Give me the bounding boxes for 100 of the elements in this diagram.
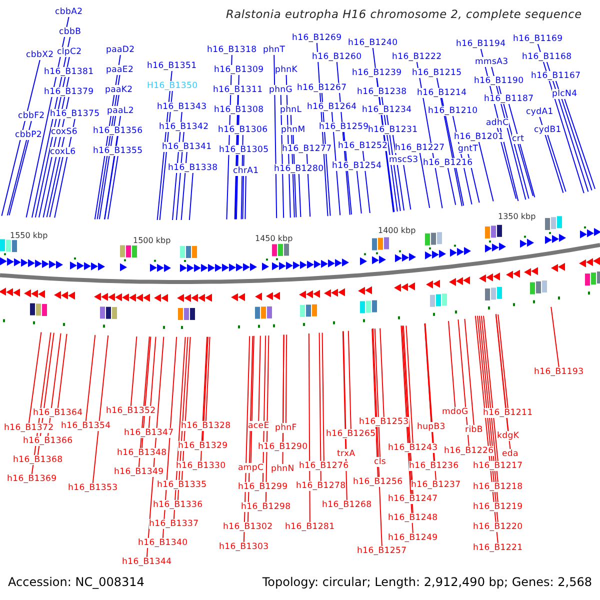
leader-line [448, 320, 456, 408]
gene-label: h16_B1277 [282, 144, 332, 154]
gene-label: h16_B1253 [359, 417, 409, 427]
gene-label: h16_B1305 [219, 145, 269, 155]
leader-line [555, 80, 592, 191]
gene-label: crt [512, 134, 524, 144]
gene-label: mscS3 [389, 155, 418, 165]
gene-label: h16_B1303 [219, 542, 269, 552]
leader-line [550, 306, 560, 368]
leader-line [483, 315, 498, 462]
gene-label: cbbB [59, 27, 82, 37]
gene-label: h16_B1190 [474, 76, 524, 86]
leader-line [380, 328, 384, 418]
gene-label: cydA1 [526, 107, 554, 117]
gene-label: ampC [238, 463, 264, 473]
gene-label: h16_B1343 [157, 102, 207, 112]
leader-line [205, 336, 210, 422]
leader-line [282, 334, 284, 464]
gene-label: h16_B1193 [534, 367, 584, 377]
gene-label: h16_B1259 [319, 122, 369, 132]
leader-line [285, 334, 288, 424]
leader-line [8, 140, 29, 216]
gene-label: h16_B1355 [93, 146, 143, 156]
leader-line [342, 330, 347, 450]
gene-label: h16_B1276 [299, 461, 349, 471]
leader-line [458, 319, 470, 446]
title: Ralstonia eutropha H16 chromosome 2, complete sequence [226, 8, 582, 21]
leader-line [564, 98, 596, 190]
gene-label: coxS6 [51, 127, 78, 137]
gene-label: paaE2 [106, 65, 134, 75]
gene-label: h16_B1219 [473, 502, 523, 512]
gene-label: h16_B1337 [149, 519, 199, 529]
leader-line [518, 144, 534, 196]
gene-label: h16_B1234 [362, 105, 412, 115]
leader-line [202, 336, 208, 442]
gene-label: h16_B1308 [214, 105, 264, 115]
gene-label: phnL [280, 105, 302, 115]
gene-label: h16_B1369 [7, 474, 57, 484]
leader-line [356, 170, 362, 214]
leader-line [85, 334, 96, 422]
gene-label: h16_B1248 [388, 513, 438, 523]
leader-line [498, 314, 508, 408]
gene-label: h16_B1240 [348, 38, 398, 48]
gene-label: h16_B1352 [106, 406, 156, 416]
gene-label: h16_B1226 [444, 446, 494, 456]
scale-label: 1450 kbp [255, 234, 293, 244]
leader-line [262, 335, 266, 482]
gene-label: kdgK [497, 431, 520, 441]
leader-line [57, 333, 68, 408]
leader-line [342, 330, 348, 500]
leader-line [480, 315, 498, 482]
gene-label: h16_B1221 [473, 543, 523, 553]
gene-label: h16_B1210 [428, 106, 478, 116]
gene-label: phnM [281, 125, 306, 135]
gene-label: h16_B1340 [138, 538, 188, 548]
gene-label: h16_B1239 [352, 68, 402, 78]
gene-label: h16_B1265 [326, 429, 376, 439]
gene-label: phnN [271, 464, 294, 474]
gene-label: h16_B1222 [392, 52, 442, 62]
gene-label: h16_B1349 [114, 467, 164, 477]
leader-line [508, 104, 536, 198]
gene-label: h16_B1217 [473, 461, 523, 471]
gene-label: cls [374, 457, 386, 467]
leader-line [318, 332, 322, 482]
gene-label: h16_B1280 [274, 164, 324, 174]
gene-label: h16_B1252 [338, 141, 388, 151]
gene-label: h16_B1354 [61, 421, 111, 431]
gene-label: h16_B1336 [153, 500, 203, 510]
gene-label: h16_B1381 [44, 67, 94, 77]
gene-label: h16_B1260 [312, 52, 362, 62]
leader-line [402, 325, 414, 494]
leader-line [406, 325, 414, 444]
gene-label: h16_B1298 [241, 502, 291, 512]
leader-line [274, 54, 278, 219]
leader-line [539, 116, 564, 194]
gene-label: H16_B1350 [147, 81, 198, 91]
leader-line [374, 328, 380, 458]
gene-label: hupB3 [417, 422, 446, 432]
leader-line [28, 332, 42, 424]
leader-line [104, 136, 118, 220]
gene-label: trxA [337, 449, 356, 459]
gene-label: clpC2 [57, 47, 82, 57]
gene-label: h16_B1329 [178, 441, 228, 451]
gene-label: h16_B1256 [353, 477, 403, 487]
leader-line [403, 164, 412, 210]
gene-label: h16_B1356 [93, 126, 143, 136]
gene-label: phnF [275, 423, 297, 433]
gene-label: cbbP2 [15, 130, 42, 140]
leader-line [92, 334, 109, 484]
leader-line [148, 336, 156, 428]
gene-label: cbbF2 [18, 111, 45, 121]
gene-label: eda [502, 449, 518, 459]
gene-label: h16_B1267 [297, 83, 347, 93]
gene-label: h16_B1328 [181, 421, 231, 431]
leader-line [6, 120, 32, 216]
gene-label: h16_B1216 [423, 158, 473, 168]
gene-label: h16_B1347 [124, 428, 174, 438]
leader-line [447, 168, 456, 206]
leader-line [495, 314, 508, 432]
leader-line [478, 142, 494, 202]
